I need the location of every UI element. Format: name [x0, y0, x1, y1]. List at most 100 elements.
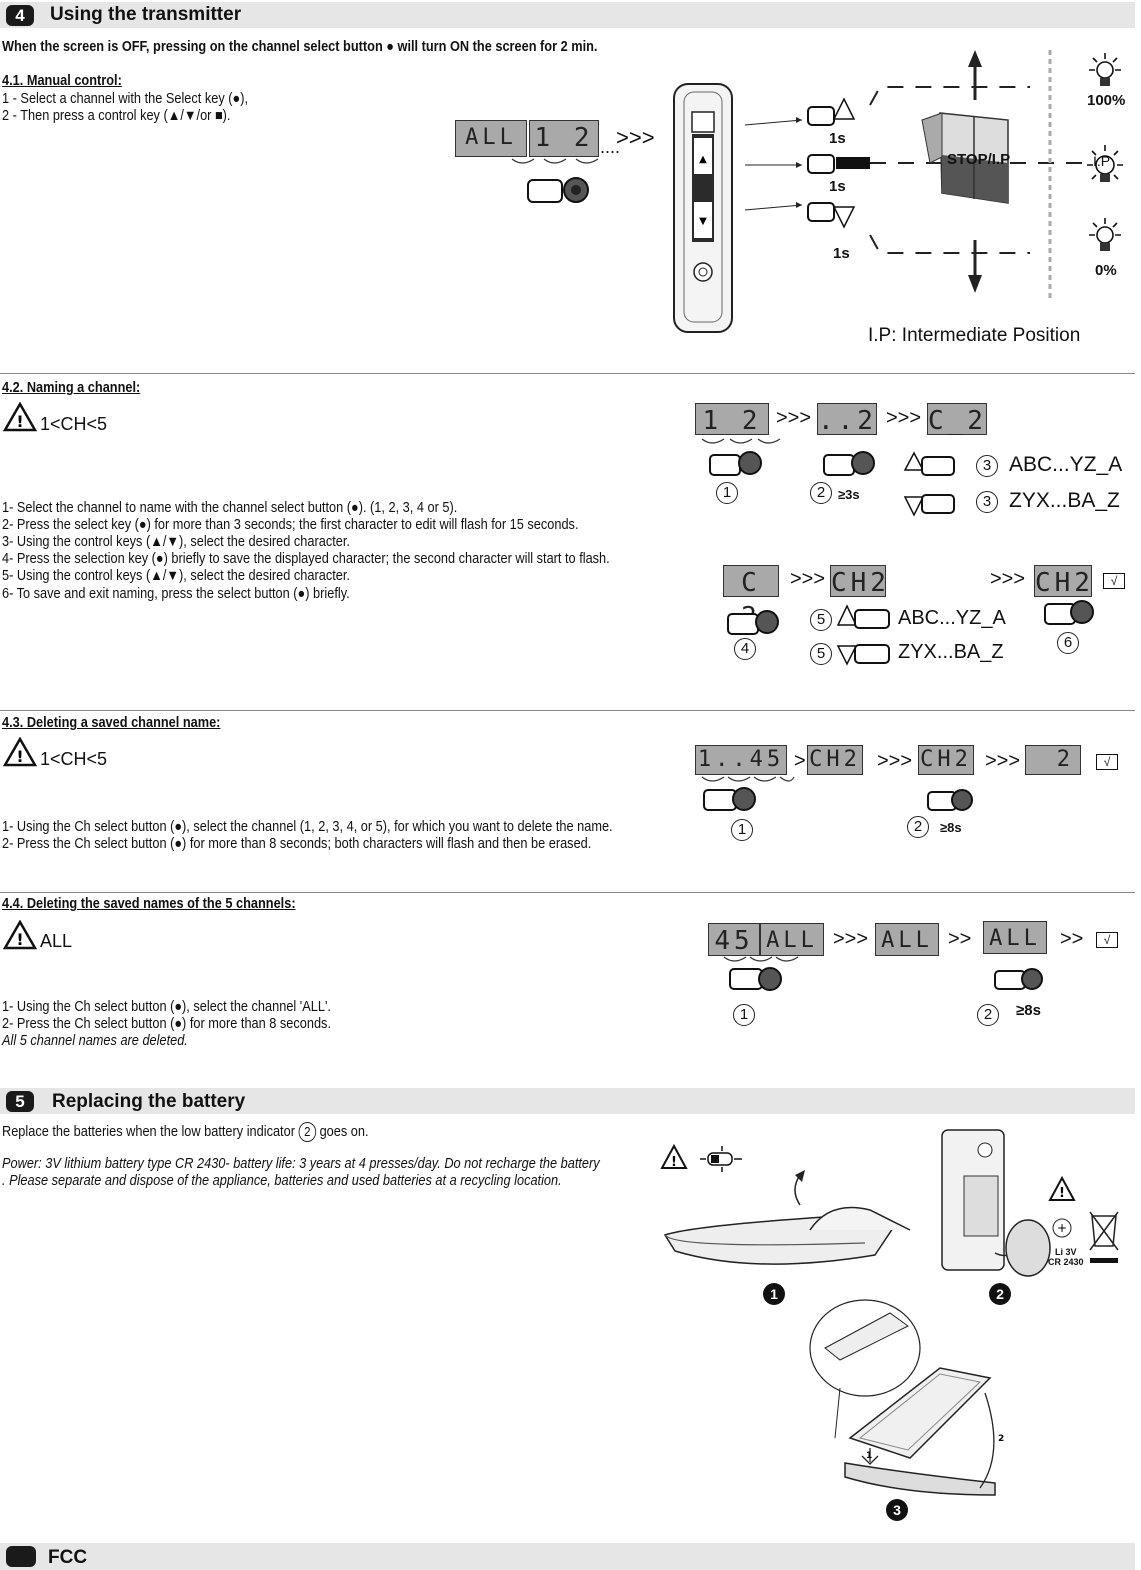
- control-arrows: [744, 97, 870, 229]
- lcd-naming-5: CH2: [830, 565, 886, 598]
- naming-step-6: 6- To save and exit naming, press the se…: [2, 586, 350, 602]
- time-label-stop: 1s: [829, 178, 846, 195]
- divider: [0, 892, 1135, 893]
- naming-step-1: 1- Select the channel to name with the c…: [2, 500, 458, 516]
- power-line-2: . Please separate and dispose of the app…: [2, 1173, 562, 1189]
- delete-all-step-2: 2- Press the Ch select button (●) for mo…: [2, 1016, 331, 1032]
- step-badge-2: 2: [989, 1283, 1011, 1305]
- lcd-delete-1: 1..45: [695, 745, 787, 775]
- fcc-title: FCC: [48, 1547, 88, 1568]
- delete-all-condition: ALL: [40, 931, 73, 951]
- divider: [0, 373, 1135, 374]
- section-number-badge: [6, 1546, 36, 1567]
- lcd-display-channel: 1 2: [529, 120, 599, 157]
- naming-press-icons: [701, 438, 955, 517]
- lcd-delete-2: CH2: [807, 745, 863, 775]
- svg-text:▼: ▼: [699, 216, 707, 227]
- step-number-2: 2: [907, 816, 929, 838]
- more-arrows: >>>: [886, 407, 922, 429]
- dots: ....: [600, 137, 621, 157]
- delete-press-icons: [701, 776, 973, 811]
- manual-step-2: 2 - Then press a control key (▲/▼/or ■).: [2, 108, 231, 124]
- time-label-down: 1s: [833, 245, 850, 262]
- section-title: Replacing the battery: [52, 1091, 246, 1112]
- more-arrows: >>>: [990, 568, 1026, 590]
- battery-model: CR 2430: [1048, 1257, 1084, 1267]
- section-number-badge: 4: [6, 5, 34, 26]
- lcd-naming-6: CH2: [1034, 565, 1092, 598]
- step-number-2: 2: [977, 1004, 999, 1026]
- step-number-6: 6: [1057, 632, 1079, 654]
- delete-one-heading: 4.3. Deleting a saved channel name:: [2, 715, 221, 731]
- battery-text-b: goes on.: [319, 1124, 369, 1140]
- battery-type-label: Li 3V CR 2430: [1048, 1247, 1084, 1267]
- naming-condition: 1<CH<5: [40, 414, 108, 434]
- power-line-1: Power: 3V lithium battery type CR 2430- …: [2, 1156, 600, 1172]
- press-button-icon: [511, 158, 599, 203]
- naming-step-2: 2- Press the select key (●) for more tha…: [2, 517, 579, 533]
- sequence-up: ABC...YZ_A: [1009, 453, 1123, 476]
- lcd-delete-all-3: ALL: [875, 923, 939, 956]
- svg-text:!: !: [1059, 1186, 1065, 1201]
- sequence-up: ABC...YZ_A: [898, 607, 1006, 629]
- low-battery-indicator-number: 2: [298, 1122, 317, 1142]
- arrow: >>: [1060, 928, 1084, 950]
- svg-text:!: !: [671, 1155, 677, 1170]
- step-number-3: 3: [976, 491, 998, 513]
- delete-all-note: All 5 channel names are deleted.: [2, 1033, 188, 1049]
- lcd-delete-all-1: 45: [708, 923, 760, 956]
- lcd-delete-all-4: ALL: [983, 921, 1047, 954]
- section-title: Using the transmitter: [50, 4, 242, 25]
- ip-legend: I.P: Intermediate Position: [868, 325, 1081, 346]
- delete-all-heading: 4.4. Deleting the saved names of the 5 c…: [2, 896, 296, 912]
- more-arrows: >>>: [776, 407, 812, 429]
- battery-indicator-line: Replace the batteries when the low batte…: [2, 1122, 369, 1142]
- svg-text:!: !: [16, 930, 23, 949]
- percent-0-label: 0%: [1095, 262, 1117, 279]
- lcd-naming-1: 1 2: [695, 403, 769, 436]
- battery-step-3-illustration: 1 2: [809, 1299, 1004, 1496]
- percent-100-label: 100%: [1087, 92, 1126, 109]
- remote-control-icon: ▲ ▼: [673, 83, 733, 333]
- section-number-badge: 5: [6, 1091, 34, 1112]
- step-number-2: 2: [810, 482, 832, 504]
- naming-step-4: 4- Press the selection key (●) briefly t…: [2, 551, 610, 567]
- naming-heading: 4.2. Naming a channel:: [2, 380, 141, 396]
- manual-control-heading: 4.1. Manual control:: [2, 73, 122, 89]
- svg-text:2: 2: [998, 1434, 1004, 1444]
- ip-label: I.P: [1093, 153, 1111, 169]
- naming-step-3: 3- Using the control keys (▲/▼), select …: [2, 534, 350, 550]
- step-badge-3: 3: [886, 1499, 908, 1521]
- hold-3s-label: ≥3s: [838, 487, 860, 502]
- lcd-naming-4: C 2: [723, 565, 779, 632]
- section-4-header: 4 Using the transmitter: [0, 2, 1135, 28]
- lcd-delete-all-2: ALL: [760, 923, 824, 956]
- step-number-4: 4: [734, 638, 756, 660]
- fcc-header: FCC: [0, 1543, 1135, 1570]
- lcd-naming-3: C_2: [927, 403, 987, 436]
- step-number-5: 5: [810, 609, 832, 631]
- warning-icon: !: [3, 920, 37, 950]
- delete-one-step-1: 1- Using the Ch select button (●), selec…: [2, 819, 613, 835]
- svg-text:▲: ▲: [699, 154, 707, 165]
- battery-step-2-illustration: ! +: [941, 1129, 1119, 1277]
- lcd-delete-4: 2: [1025, 745, 1081, 775]
- check-box-icon: √: [1103, 573, 1125, 589]
- warning-icon: !: [3, 402, 37, 432]
- svg-text:+: +: [1057, 1221, 1067, 1235]
- delete-one-condition: 1<CH<5: [40, 749, 108, 769]
- step-number-1: 1: [731, 819, 753, 841]
- intro-text: When the screen is OFF, pressing on the …: [2, 39, 598, 55]
- check-box-icon: √: [1096, 932, 1118, 948]
- sequence-down: ZYX...BA_Z: [1009, 489, 1120, 512]
- more-arrows: >>>: [790, 568, 826, 590]
- battery-voltage: Li 3V: [1055, 1247, 1077, 1257]
- delete-one-step-2: 2- Press the Ch select button (●) for mo…: [2, 836, 592, 852]
- step-number-1: 1: [733, 1004, 755, 1026]
- lcd-naming-2: ..2: [817, 403, 877, 436]
- battery-text-a: Replace the batteries when the low batte…: [2, 1124, 295, 1140]
- more-arrows: >>>: [985, 750, 1021, 772]
- svg-text:!: !: [16, 747, 23, 766]
- delete-all-step-1: 1- Using the Ch select button (●), selec…: [2, 999, 331, 1015]
- hold-8s-label: ≥8s: [940, 820, 962, 835]
